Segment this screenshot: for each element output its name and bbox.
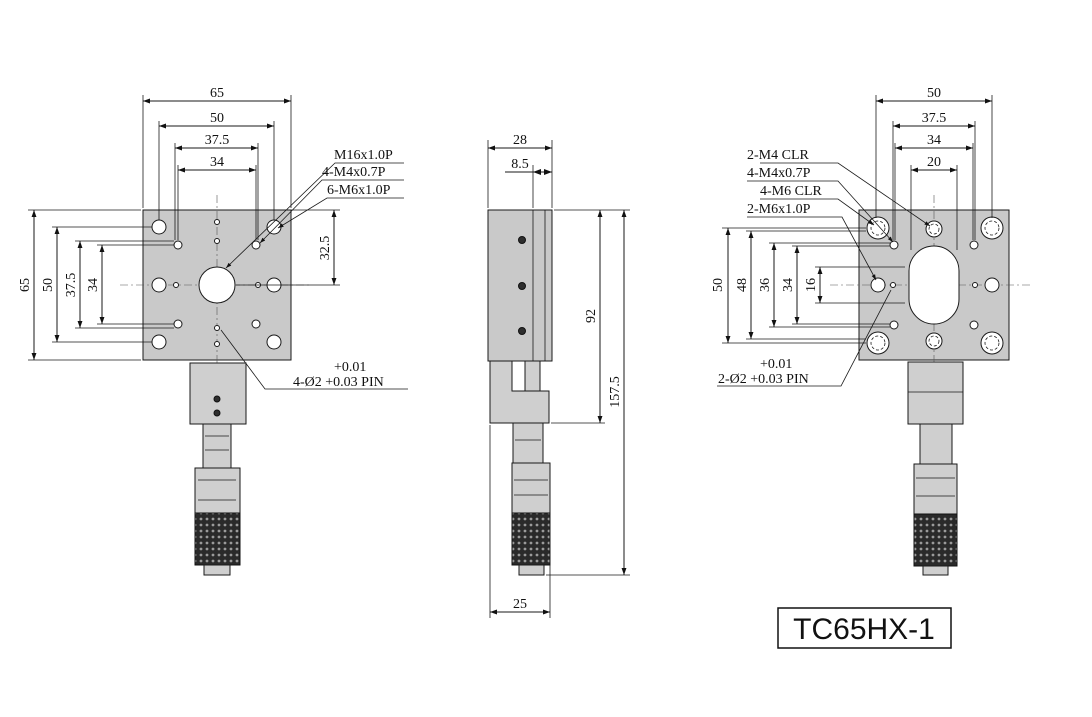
back-knurled-knob <box>913 513 958 567</box>
m4-hole <box>173 319 183 329</box>
callout-back-m6: 2-M6x1.0P <box>747 202 811 217</box>
back-micrometer-sleeve <box>919 423 953 465</box>
back-dim-height-34: 34 <box>781 278 796 292</box>
m6-hole <box>151 219 167 235</box>
center-slot <box>908 245 960 325</box>
callout-back-pin-tolerance: +0.01 <box>760 357 792 372</box>
callout-back-m4: 4-M4x0.7P <box>747 166 811 181</box>
pin-hole <box>214 219 220 225</box>
m6-hole <box>151 277 167 293</box>
callout-m16: M16x1.0P <box>334 148 393 163</box>
side-view: 28 8.5 92 157.5 25 <box>487 133 630 618</box>
callout-pin: 4-Ø2 +0.03 PIN <box>293 375 384 390</box>
model-label: TC65HX-1 <box>793 613 935 646</box>
pin-hole <box>214 325 220 331</box>
back-micrometer-cap <box>922 565 949 576</box>
dim-height-37-5: 37.5 <box>64 273 79 298</box>
dim-width-25: 25 <box>513 597 527 612</box>
callout-m4: 4-M4x0.7P <box>322 165 386 180</box>
front-micrometer-cap <box>203 564 231 576</box>
front-knurled-knob <box>194 512 241 566</box>
dim-width-37-5: 37.5 <box>205 133 230 148</box>
back-dim-height-16: 16 <box>804 278 819 292</box>
front-view: 65 50 37.5 34 65 50 37.5 34 32.5 <box>18 86 408 576</box>
back-dim-width-34: 34 <box>927 133 941 148</box>
pin-hole <box>972 282 978 288</box>
pin-hole <box>214 238 220 244</box>
dim-height-34: 34 <box>86 278 101 292</box>
m6-hole <box>266 334 282 350</box>
back-dim-width-20: 20 <box>927 155 941 170</box>
m6-hole <box>151 334 167 350</box>
dim-height-50: 50 <box>41 278 56 292</box>
side-micrometer-cap <box>518 564 545 576</box>
pin-hole <box>214 341 220 347</box>
side-micrometer-thimble <box>511 462 551 514</box>
back-dim-height-36: 36 <box>758 278 773 292</box>
side-micrometer-sleeve <box>512 422 544 464</box>
dim-height-65: 65 <box>18 278 33 292</box>
m16-center-hole <box>198 266 236 304</box>
m6-hole <box>870 277 886 293</box>
callout-m6: 6-M6x1.0P <box>327 183 391 198</box>
side-knurled-knob <box>511 512 551 566</box>
m6-clr-hole <box>866 331 890 355</box>
back-dim-width-37-5: 37.5 <box>922 111 947 126</box>
dim-depth-28: 28 <box>513 133 527 148</box>
side-bracket <box>489 360 550 424</box>
m4-hole <box>251 319 261 329</box>
m6-hole <box>984 277 1000 293</box>
dim-height-32-5: 32.5 <box>318 236 333 261</box>
m6-clr-hole <box>866 216 890 240</box>
m4-clr-hole <box>925 220 943 238</box>
back-dim-height-50: 50 <box>711 278 726 292</box>
m6-clr-hole <box>980 216 1004 240</box>
m4-hole <box>969 240 979 250</box>
dim-width-65: 65 <box>210 86 224 101</box>
front-micrometer-sleeve <box>202 423 232 469</box>
dim-height-157-5: 157.5 <box>608 376 623 408</box>
back-dim-width-50: 50 <box>927 86 941 101</box>
back-view: 50 37.5 34 20 50 48 36 34 16 <box>711 86 1030 576</box>
pin-hole <box>173 282 179 288</box>
m4-clr-hole <box>925 332 943 350</box>
callout-back-pin: 2-Ø2 +0.03 PIN <box>718 372 809 387</box>
m4-hole <box>969 320 979 330</box>
callout-pin-tolerance: +0.01 <box>334 360 366 375</box>
callout-m4-clr: 2-M4 CLR <box>747 148 810 163</box>
back-dim-height-48: 48 <box>735 278 750 292</box>
m4-hole <box>889 240 899 250</box>
pin-hole <box>890 282 896 288</box>
dim-height-92: 92 <box>584 309 599 323</box>
m4-hole <box>889 320 899 330</box>
callout-m6-clr: 4-M6 CLR <box>760 184 823 199</box>
m6-clr-hole <box>980 331 1004 355</box>
back-micrometer-thimble <box>913 463 958 515</box>
dim-width-34: 34 <box>210 155 224 170</box>
m4-hole <box>251 240 261 250</box>
front-micrometer-thimble <box>194 467 241 514</box>
model-label-box: TC65HX-1 <box>777 607 952 649</box>
dim-width-50: 50 <box>210 111 224 126</box>
m4-hole <box>173 240 183 250</box>
back-micrometer-housing <box>907 361 964 425</box>
dim-offset-8-5: 8.5 <box>511 157 529 172</box>
